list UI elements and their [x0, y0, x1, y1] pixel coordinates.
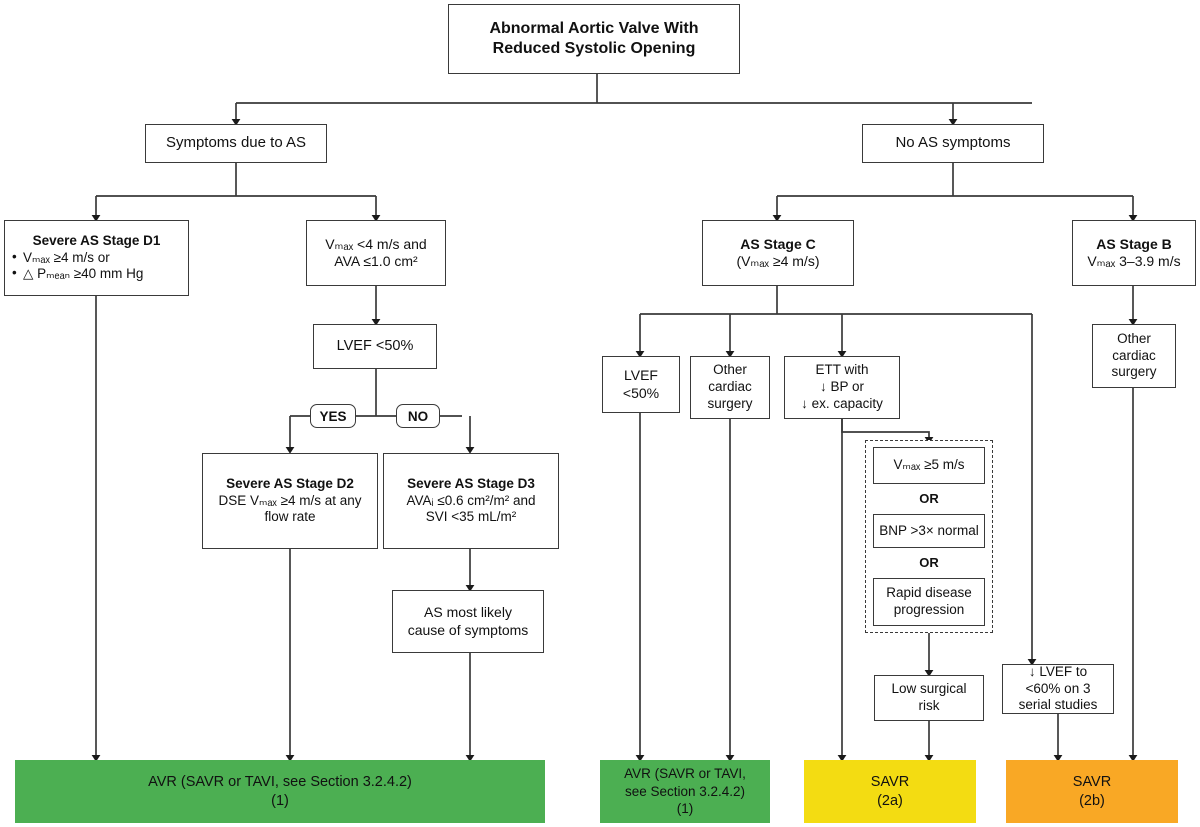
node-lvef-serial-studies: ↓ LVEF to <60% on 3 serial studies [1002, 664, 1114, 714]
ocs-b-line-2: cardiac [1112, 347, 1156, 363]
node-symptoms-due-to-as: Symptoms due to AS [145, 124, 327, 163]
stage-d2-line-1: DSE Vₘₐₓ ≥4 m/s at any [218, 492, 362, 508]
or-label-1: OR [919, 490, 939, 506]
outcome-savr-2b: SAVR (2b) [1006, 760, 1178, 823]
low-gradient-line-2: AVA ≤1.0 cm² [334, 253, 418, 269]
stage-d2-line-2: flow rate [264, 509, 316, 525]
node-lvef-under-50-left: LVEF <50% [313, 324, 437, 369]
or-item-2: BNP >3× normal [879, 522, 979, 538]
node-as-stage-c: AS Stage C (Vₘₐₓ ≥4 m/s) [702, 220, 854, 286]
low-gradient-line-1: Vₘₐₓ <4 m/s and [325, 235, 427, 252]
ocs-b-line-3: surgery [1111, 364, 1157, 380]
stage-b-line-1: Vₘₐₓ 3–3.9 m/s [1087, 253, 1181, 269]
ocs-c-line-2: cardiac [708, 379, 752, 395]
ocs-c-line-1: Other [713, 362, 747, 378]
lvef-serial-line-2: <60% on 3 [1025, 680, 1091, 696]
stage-d2-title: Severe AS Stage D2 [226, 475, 354, 491]
node-bnp: BNP >3× normal [873, 513, 985, 548]
as-most-likely-line-2: cause of symptoms [407, 621, 529, 638]
node-lvef-under-50-right: LVEF <50% [602, 356, 680, 413]
ocs-b-line-1: Other [1117, 330, 1151, 346]
lvef-serial-line-1: ↓ LVEF to [1028, 663, 1088, 679]
ett-line-3: ↓ ex. capacity [801, 395, 883, 411]
ett-line-1: ETT with [815, 362, 869, 378]
outcome-avr-narrow: AVR (SAVR or TAVI, see Section 3.2.4.2) … [600, 760, 770, 823]
node-stage-d3: Severe AS Stage D3 AVAᵢ ≤0.6 cm²/m² and … [383, 453, 559, 549]
node-no-as-symptoms: No AS symptoms [862, 124, 1044, 163]
stage-b-title: AS Stage B [1096, 235, 1172, 252]
outcome-avr-wide: AVR (SAVR or TAVI, see Section 3.2.4.2) … [15, 760, 545, 823]
no-symptoms-label: No AS symptoms [895, 134, 1011, 152]
or-label-2: OR [919, 554, 939, 570]
label-yes: YES [310, 404, 356, 428]
ocs-c-line-3: surgery [707, 395, 753, 411]
low-risk-line-1: Low surgical [891, 681, 967, 697]
node-vmax-5: Vₘₐₓ ≥5 m/s [873, 447, 985, 484]
stage-d3-line-2: SVI <35 mL/m² [425, 509, 517, 525]
node-low-gradient: Vₘₐₓ <4 m/s and AVA ≤1.0 cm² [306, 220, 446, 286]
savr-2b-line-1: SAVR [1072, 773, 1112, 790]
node-low-surgical-risk: Low surgical risk [874, 675, 984, 721]
ett-line-2: ↓ BP or [819, 379, 865, 395]
node-root: Abnormal Aortic Valve With Reduced Systo… [448, 4, 740, 74]
lvef-right-line-2: <50% [622, 384, 660, 401]
label-no: NO [396, 404, 440, 428]
savr-2a-line-1: SAVR [870, 773, 910, 790]
savr-2b-line-2: (2b) [1079, 792, 1105, 809]
symptoms-label: Symptoms due to AS [165, 134, 307, 152]
avr-wide-line-1: AVR (SAVR or TAVI, see Section 3.2.4.2) [148, 773, 412, 790]
node-as-stage-b: AS Stage B Vₘₐₓ 3–3.9 m/s [1072, 220, 1196, 286]
node-other-cardiac-surgery-b: Other cardiac surgery [1092, 324, 1176, 388]
stage-c-line-1: (Vₘₐₓ ≥4 m/s) [736, 253, 820, 269]
node-rapid-progression: Rapid disease progression [873, 577, 985, 626]
root-line-1: Abnormal Aortic Valve With [489, 20, 699, 37]
yes-text: YES [319, 408, 347, 424]
as-most-likely-line-1: AS most likely [424, 604, 512, 620]
outcome-savr-2a: SAVR (2a) [804, 760, 976, 823]
or-item-3-line-2: progression [893, 601, 965, 617]
stage-d3-title: Severe AS Stage D3 [407, 475, 535, 491]
low-risk-line-2: risk [918, 698, 940, 713]
node-as-most-likely: AS most likely cause of symptoms [392, 590, 544, 653]
group-or-criteria: Vₘₐₓ ≥5 m/s OR BNP >3× normal OR Rapid d… [865, 440, 993, 633]
avr-narrow-line-2: see Section 3.2.4.2) [624, 783, 746, 799]
root-line-2: Reduced Systolic Opening [492, 40, 696, 57]
stage-c-title: AS Stage C [740, 235, 816, 252]
lvef-serial-line-3: serial studies [1018, 697, 1098, 713]
avr-narrow-line-3: (1) [676, 801, 694, 817]
or-item-3-line-1: Rapid disease [886, 585, 972, 601]
node-stage-d2: Severe AS Stage D2 DSE Vₘₐₓ ≥4 m/s at an… [202, 453, 378, 549]
node-ett: ETT with ↓ BP or ↓ ex. capacity [784, 356, 900, 419]
stage-d1-bullet-2: △ Pₘₑₐₙ ≥40 mm Hg [10, 265, 196, 283]
or-item-1: Vₘₐₓ ≥5 m/s [893, 457, 965, 473]
stage-d1-bullet-1: Vₘₐₓ ≥4 m/s or [10, 249, 196, 267]
node-other-cardiac-surgery-c: Other cardiac surgery [690, 356, 770, 419]
stage-d3-line-1: AVAᵢ ≤0.6 cm²/m² and [406, 492, 536, 508]
lvef-right-line-1: LVEF [624, 367, 658, 383]
avr-wide-line-2: (1) [271, 792, 289, 809]
avr-narrow-line-1: AVR (SAVR or TAVI, [624, 766, 746, 782]
stage-d1-title: Severe AS Stage D1 [32, 232, 161, 248]
no-text: NO [407, 408, 429, 424]
savr-2a-line-2: (2a) [877, 792, 903, 809]
lvef-left-label: LVEF <50% [336, 338, 414, 355]
node-stage-d1: Severe AS Stage D1 Vₘₐₓ ≥4 m/s or △ Pₘₑₐ… [4, 220, 189, 296]
